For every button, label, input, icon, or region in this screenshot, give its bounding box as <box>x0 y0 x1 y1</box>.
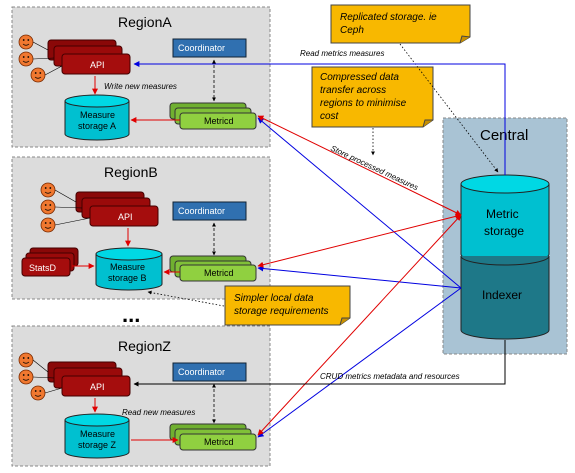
api-label: API <box>90 60 105 70</box>
note-pointer <box>399 43 499 173</box>
statsd-label: StatsD <box>29 263 57 273</box>
user-api-edge <box>44 387 63 394</box>
crud-label: CRUD metrics metadata and resources <box>320 372 460 381</box>
storage-label-line1: Measure <box>80 429 115 439</box>
region-b: RegionB API Coordinator Metricd <box>11 156 271 300</box>
user-api-edge <box>54 217 91 226</box>
metricd-node: Metricd <box>169 102 257 130</box>
note-line: Replicated storage. ie <box>340 12 437 23</box>
api-node: API <box>47 361 131 397</box>
central-title: Central <box>480 127 528 144</box>
note-simpler: Simpler local data storage requirements <box>224 285 351 326</box>
indexer-label: Indexer <box>482 288 522 302</box>
region-a: RegionA API Coordinator Metricd <box>11 6 271 148</box>
read-metrics-label: Read metrics measures <box>300 49 384 58</box>
note-replicated: Replicated storage. ie Ceph <box>330 4 471 44</box>
user-api-edge <box>32 57 55 60</box>
note-line: Compressed data <box>320 72 399 83</box>
storage-label-line1: Measure <box>110 262 145 272</box>
note-line: cost <box>320 111 340 122</box>
coordinator-label: Coordinator <box>178 206 225 216</box>
storage-label-line1: Measure <box>80 110 115 120</box>
indexer: Indexer <box>460 255 550 340</box>
users-icon <box>40 182 56 233</box>
ellipsis: ... <box>122 302 140 327</box>
note-line: storage requirements <box>234 306 329 317</box>
user-api-edge <box>44 65 63 76</box>
metric-storage-line2: storage <box>484 224 524 238</box>
note-pointer <box>147 290 225 307</box>
coordinator-node: Coordinator <box>172 362 247 382</box>
user-api-edge <box>54 189 77 203</box>
metric-storage: Metric storage <box>460 174 550 264</box>
metricd-indexer-edge <box>257 117 462 289</box>
metricd-label: Metricd <box>204 268 234 278</box>
api-node: API <box>47 39 131 75</box>
region-z-title: RegionZ <box>118 338 171 354</box>
read-measures-label: Read new measures <box>122 408 195 417</box>
measure-storage-b: Measure storage B <box>95 247 163 291</box>
region-z: RegionZ API Coordinator Metricd <box>11 325 271 467</box>
store-processed-label: Store processed measures <box>329 144 419 193</box>
region-z-box <box>11 325 271 467</box>
user-api-edge <box>54 206 83 209</box>
note-compressed: Compressed data transfer across regions … <box>311 66 434 128</box>
note-line: regions to minimise <box>320 98 407 109</box>
note-line: Simpler local data <box>234 293 314 304</box>
api-label: API <box>90 382 105 392</box>
region-a-title: RegionA <box>118 14 172 30</box>
coordinator-label: Coordinator <box>178 43 225 53</box>
metricd-metric-storage-edge <box>257 115 462 216</box>
write-measures-label: Write new measures <box>104 82 177 91</box>
metricd-metric-storage-edge <box>257 213 462 268</box>
region-b-title: RegionB <box>104 164 158 180</box>
user-api-edge <box>32 41 49 51</box>
metricd-metric-storage-edge <box>257 214 462 436</box>
metricd-node: Metricd <box>169 255 257 282</box>
measure-storage-z: Measure storage Z <box>64 413 130 459</box>
metricd-node: Metricd <box>169 423 257 451</box>
metricd-label: Metricd <box>204 116 234 126</box>
coordinator-label: Coordinator <box>178 367 225 377</box>
metricd-indexer-edge <box>257 265 462 289</box>
statsd-node: StatsD <box>21 247 79 277</box>
storage-label-line2: storage B <box>108 273 147 283</box>
user-api-edge <box>32 376 55 379</box>
metric-storage-line1: Metric <box>486 207 519 221</box>
measure-storage-a: Measure storage A <box>64 94 130 141</box>
note-line: Ceph <box>340 25 364 36</box>
api-label: API <box>118 212 133 222</box>
read-metrics-edge <box>133 61 506 175</box>
coordinator-node: Coordinator <box>172 201 247 221</box>
crud-edge <box>133 340 506 387</box>
user-api-edge <box>32 359 49 373</box>
note-line: transfer across <box>320 85 386 96</box>
metricd-label: Metricd <box>204 437 234 447</box>
central-region: Central Metric storage Indexer <box>442 117 568 355</box>
coordinator-node: Coordinator <box>172 38 247 58</box>
storage-label-line2: storage Z <box>78 440 117 450</box>
storage-label-line2: storage A <box>78 121 116 131</box>
